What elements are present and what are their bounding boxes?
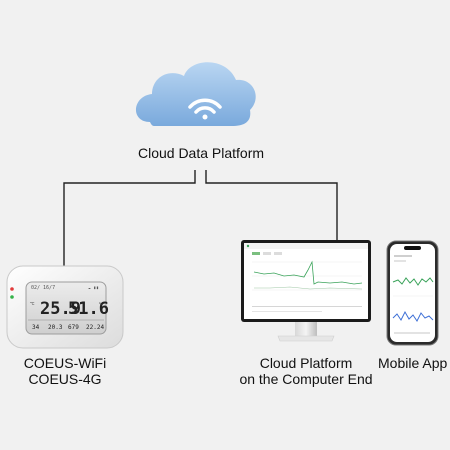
svg-text:02/ 16/7: 02/ 16/7 [31,285,55,291]
computer-chart-line [253,260,363,285]
sensor-label-line-1: COEUS-WiFi [23,355,107,371]
cloud-platform-label: Cloud Data Platform [137,145,265,161]
sensor-label-line-2: COEUS-4G [28,371,102,387]
svg-text:☁ ▮▮: ☁ ▮▮ [88,286,99,291]
sensor-row-item-1: 34 [32,324,40,331]
mobile-phone [386,240,439,346]
connector-lines [63,170,338,268]
wifi-icon [188,98,222,120]
sensor-row-item-3: 679 [68,324,79,331]
mobile-app-label: Mobile App [378,355,448,371]
computer-label-line-2: on the Computer End [239,371,373,387]
sensor-temperature-readout: 25.9 [40,299,81,319]
svg-text:℃: ℃ [30,301,35,306]
connector-cloud-to-computer [205,170,338,240]
sensor-status-led-green [10,295,14,299]
cloud-icon [135,62,256,126]
sensor-row-item-4: 22.24 [86,324,104,331]
phone-chart-blue [392,310,434,322]
sensor-status-led-red [10,287,14,291]
connector-cloud-to-sensor [63,170,196,268]
sensor-humidity-readout: 51.6 [68,299,109,319]
svg-text:%: % [99,301,102,306]
sensor-row-item-2: 20.3 [48,324,63,331]
computer-label-line-1: Cloud Platform [259,355,353,371]
computer-monitor [241,240,371,342]
phone-chart-green [392,277,434,286]
sensor-device: 02/ 16/7 ☁ ▮▮ 25.9 ℃ 51.6 % 34 20.3 679 … [6,265,124,349]
